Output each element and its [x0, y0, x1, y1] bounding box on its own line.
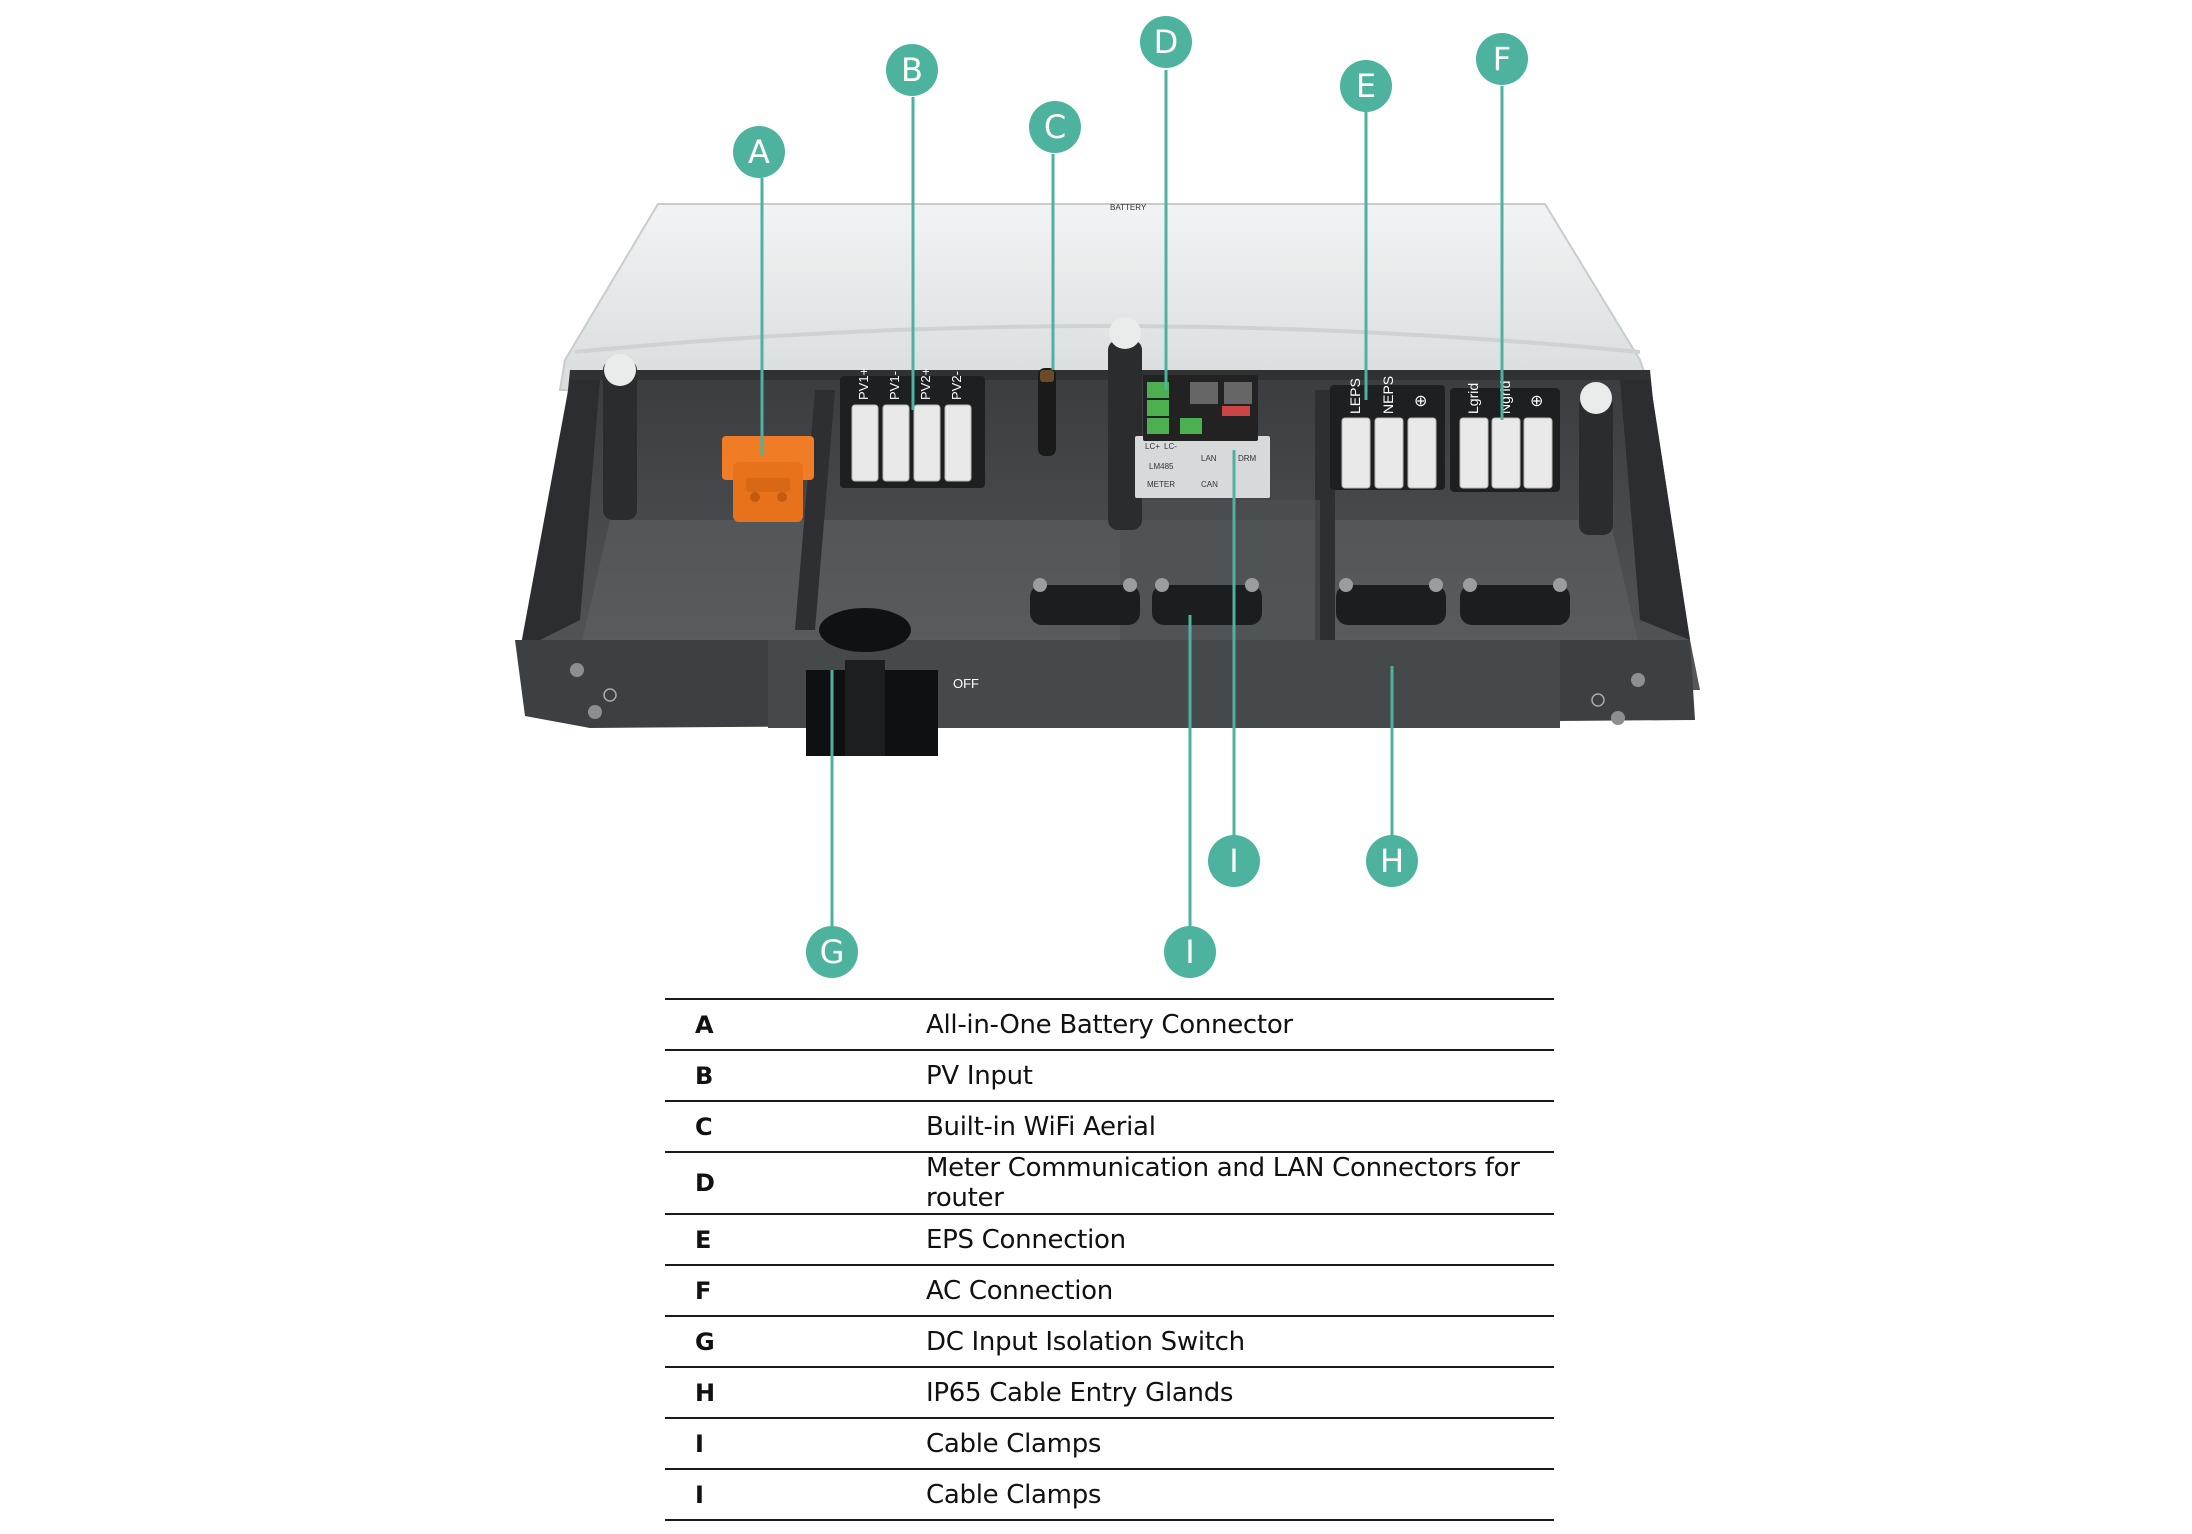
svg-text:METER: METER [1147, 480, 1175, 489]
svg-text:PV2+: PV2+ [918, 368, 933, 400]
legend-description: PV Input [926, 1060, 1033, 1091]
battery-connector [722, 436, 814, 522]
cable-clamps [1030, 578, 1570, 625]
svg-text:LC+: LC+ [1145, 442, 1160, 451]
svg-text:Ngrid: Ngrid [1497, 381, 1513, 414]
post-2 [1108, 340, 1142, 530]
earth-symbol-icon [603, 688, 617, 702]
dc-isolation-switch: OFF [806, 608, 979, 756]
legend-description: All-in-One Battery Connector [926, 1009, 1293, 1040]
ac-terminal-block: Lgrid Ngrid ⊕ [1450, 381, 1560, 492]
callout-g: G [806, 926, 858, 978]
callout-c: C [1029, 101, 1081, 153]
svg-text:F: F [1493, 40, 1511, 78]
legend-key: C [695, 1112, 713, 1141]
table-row: H IP65 Cable Entry Glands [665, 1367, 1554, 1418]
callout-e: E [1340, 60, 1392, 112]
legend-key: F [695, 1276, 712, 1305]
divider-left [795, 390, 835, 630]
callout-h: H [1366, 835, 1418, 887]
callout-f: F [1476, 33, 1528, 85]
legend-description: Meter Communication and LAN Connectors f… [926, 1153, 1520, 1213]
svg-text:PV1+: PV1+ [856, 368, 871, 400]
svg-text:NEPS: NEPS [1380, 376, 1396, 414]
legend-description: DC Input Isolation Switch [926, 1326, 1245, 1357]
callout-d: D [1140, 16, 1192, 68]
lid-label: BATTERY [1110, 203, 1147, 212]
legend-table: A All-in-One Battery Connector B PV Inpu… [665, 998, 1554, 1521]
table-row: B PV Input [665, 1050, 1554, 1101]
legend-description: Built-in WiFi Aerial [926, 1111, 1156, 1142]
legend-description: IP65 Cable Entry Glands [926, 1377, 1234, 1408]
svg-text:C: C [1044, 108, 1066, 146]
svg-text:Lgrid: Lgrid [1465, 383, 1481, 414]
svg-text:I: I [1185, 933, 1194, 971]
svg-text:CAN: CAN [1201, 480, 1218, 489]
legend-key: E [695, 1225, 712, 1254]
legend-key: B [695, 1061, 714, 1090]
inverter-housing: BATTERY [515, 203, 1700, 756]
svg-text:PV1-: PV1- [887, 371, 902, 400]
legend-description: AC Connection [926, 1275, 1113, 1306]
svg-text:DRM: DRM [1238, 454, 1257, 463]
comms-board: LC+ LC- LM485 METER LAN CAN DRM [1135, 375, 1270, 498]
screw-icon [570, 663, 584, 677]
legend-key: D [695, 1169, 715, 1197]
legend-description: Cable Clamps [926, 1428, 1102, 1459]
leader-lines [760, 70, 1504, 928]
svg-text:LAN: LAN [1201, 454, 1217, 463]
svg-text:B: B [901, 51, 923, 89]
table-row: A All-in-One Battery Connector [665, 999, 1554, 1050]
legend-key: G [695, 1327, 715, 1356]
pv-terminal-block: PV1+ PV1- PV2+ PV2- [840, 368, 985, 488]
callout-i-upper: I [1208, 835, 1260, 887]
screw-icon [588, 705, 602, 719]
svg-text:I: I [1229, 842, 1238, 880]
svg-text:G: G [820, 933, 845, 971]
svg-text:D: D [1154, 23, 1179, 61]
table-row: C Built-in WiFi Aerial [665, 1101, 1554, 1152]
svg-text:LEPS: LEPS [1347, 378, 1363, 414]
screw-icon [1611, 711, 1625, 725]
table-row: D Meter Communication and LAN Connectors… [665, 1152, 1554, 1214]
callouts: A B C D E F G H [733, 16, 1528, 978]
legend-key: I [695, 1480, 704, 1509]
post-1 [603, 360, 637, 520]
legend-key: A [695, 1010, 714, 1039]
svg-text:LC-: LC- [1164, 442, 1177, 451]
svg-text:A: A [748, 133, 770, 171]
svg-text:H: H [1380, 842, 1404, 880]
eps-terminal-block: LEPS NEPS ⊕ [1330, 376, 1445, 490]
svg-text:⊕: ⊕ [1530, 393, 1543, 410]
callout-i-lower: I [1164, 926, 1216, 978]
legend-key: H [695, 1378, 716, 1407]
svg-text:LM485: LM485 [1149, 462, 1174, 471]
wifi-aerial [1038, 368, 1056, 456]
callout-a: A [733, 126, 785, 178]
earth-symbol-icon [1591, 693, 1605, 707]
lid-cover [558, 203, 1652, 391]
screw-icon [1631, 673, 1645, 687]
legend-description: EPS Connection [926, 1224, 1126, 1255]
legend-key: I [695, 1429, 704, 1458]
svg-text:⊕: ⊕ [1414, 393, 1427, 410]
post-3 [1579, 395, 1613, 535]
callout-b: B [886, 44, 938, 96]
svg-text:OFF: OFF [953, 676, 979, 691]
table-row: I Cable Clamps [665, 1469, 1554, 1520]
table-row: E EPS Connection [665, 1214, 1554, 1265]
table-row: I Cable Clamps [665, 1418, 1554, 1469]
svg-text:PV2-: PV2- [949, 371, 964, 400]
device-diagram: BATTERY [515, 16, 1700, 978]
table-row: F AC Connection [665, 1265, 1554, 1316]
legend-description: Cable Clamps [926, 1479, 1102, 1510]
table-row: G DC Input Isolation Switch [665, 1316, 1554, 1367]
svg-text:E: E [1356, 67, 1376, 105]
